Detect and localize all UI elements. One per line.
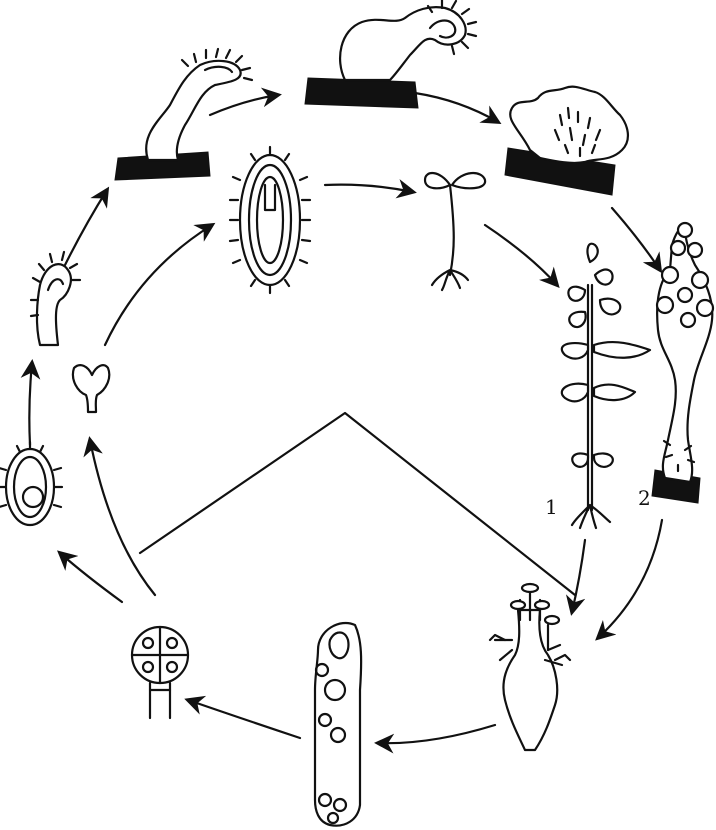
arrow-seed-small-to-germ-small [29,363,32,445]
tubercle-on-host [505,87,628,195]
seed-large [230,147,310,293]
arrow-germ-to-attach [210,95,278,115]
arrow-tetrad-to-seed-small [60,553,122,602]
arrow-embryo-sac-to-tetrad [188,700,300,738]
heart-embryo [73,365,109,412]
flower-reproductive-organs [490,584,570,750]
central-connector-lines [140,413,575,595]
arrow-flower-to-embryo-sac [378,725,495,743]
arrow-plant2-to-flower [598,520,662,638]
arrow-seed-to-seedling [325,185,413,192]
arrow-tubercle-to-plant2 [612,208,660,270]
haustorium-attached [305,0,476,108]
arrow-seedling-to-plant1 [485,225,557,285]
host-plant-1 [562,244,650,528]
embryo-sac [315,623,361,826]
tetrad-microspores [132,627,188,718]
host-root-2 [305,78,418,108]
arrow-tetrad-to-heart [90,440,155,595]
label-plant-1: 1 [545,495,558,519]
arrow-heart-to-seed-big [105,225,212,345]
arrow-attach-to-tubercle [415,93,498,122]
seedling [425,173,485,290]
arrow-germ-small-to-germ [65,190,107,265]
parasite-plant-2 [652,223,713,503]
germinating-seed-small [31,252,80,345]
label-plant-2: 2 [638,486,651,510]
germinating-seed-on-host [115,49,252,180]
arrow-plant1-to-flower [572,540,585,612]
seed-small [0,442,62,525]
